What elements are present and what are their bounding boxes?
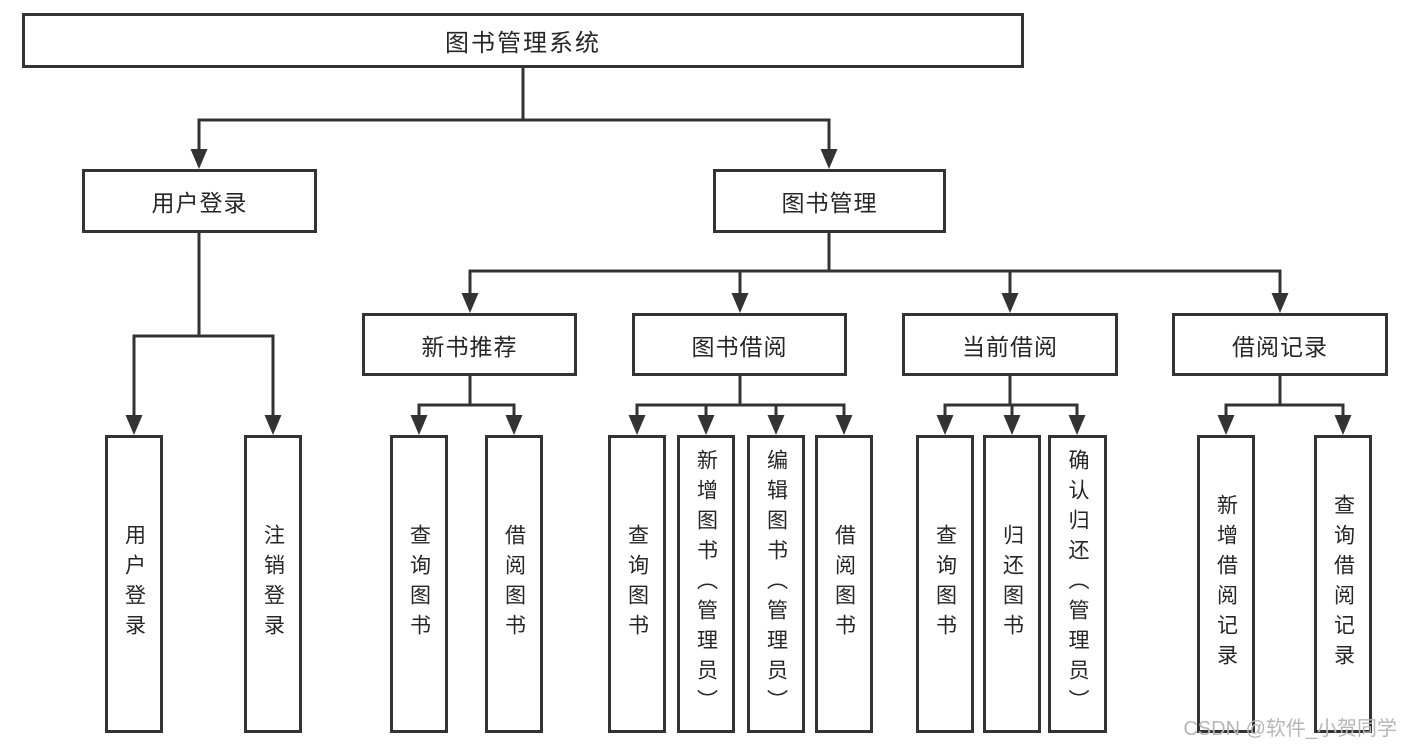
- leaf-borrow-books-recommend: 借阅图书: [485, 435, 543, 733]
- edge-user-login-to-children: [125, 232, 282, 435]
- node-label: 新书推荐: [421, 333, 518, 360]
- leaf-query-books-borrow: 查询图书: [608, 435, 666, 733]
- node-label: 图书借阅: [691, 333, 788, 360]
- node-user-login: 用户登录: [82, 169, 317, 233]
- edge-root-to-level2: [190, 66, 838, 169]
- edge-current-borrow-to-children: [936, 375, 1086, 435]
- node-label: 归还图书: [1000, 524, 1024, 644]
- leaf-borrow-books: 借阅图书: [815, 435, 873, 733]
- node-label: 当前借阅: [962, 333, 1058, 360]
- leaf-edit-book-admin: 编辑图书（管理员）: [747, 435, 805, 733]
- csdn-watermark: CSDN @软件_小贺同学: [1183, 718, 1397, 740]
- node-label: 借阅图书: [832, 524, 856, 644]
- node-label: 查询图书: [625, 524, 649, 644]
- edge-new-book-recommend-to-children: [410, 375, 523, 435]
- node-library-management-system: 图书管理系统: [22, 13, 1024, 68]
- node-label: 用户登录: [122, 524, 146, 644]
- leaf-add-book-admin: 新增图书（管理员）: [677, 435, 735, 733]
- node-label: 借阅图书: [502, 524, 526, 644]
- edge-book-borrow-to-children: [628, 375, 853, 435]
- node-current-borrow: 当前借阅: [902, 313, 1118, 376]
- leaf-return-book: 归还图书: [983, 435, 1041, 733]
- node-label: 注销登录: [261, 524, 285, 644]
- leaf-user-login: 用户登录: [105, 435, 163, 733]
- leaf-logout: 注销登录: [244, 435, 302, 733]
- node-label: 图书管理: [781, 190, 878, 216]
- leaf-query-books-recommend: 查询图书: [390, 435, 448, 733]
- node-label: 确认归还（管理员）: [1066, 449, 1089, 719]
- leaf-query-books-current: 查询图书: [916, 435, 974, 733]
- node-book-borrow: 图书借阅: [632, 313, 847, 376]
- leaf-add-borrow-record: 新增借阅记录: [1197, 435, 1255, 733]
- leaf-query-borrow-record: 查询借阅记录: [1314, 435, 1372, 733]
- node-label: 新增图书（管理员）: [694, 449, 718, 719]
- leaf-confirm-return-admin: 确认归还（管理员）: [1048, 435, 1107, 733]
- node-book-management: 图书管理: [713, 169, 946, 233]
- node-label: 用户登录: [151, 190, 248, 216]
- node-label: 查询图书: [933, 524, 957, 644]
- node-label: 查询借阅记录: [1331, 494, 1355, 674]
- node-label: 图书管理系统: [445, 30, 601, 57]
- node-label: 查询图书: [407, 524, 431, 644]
- node-label: 借阅记录: [1232, 333, 1328, 360]
- node-label: 编辑图书（管理员）: [764, 449, 788, 719]
- node-borrow-records: 借阅记录: [1172, 313, 1388, 376]
- edge-book-management-to-level3: [461, 232, 1289, 313]
- node-label: 新增借阅记录: [1214, 494, 1238, 674]
- edge-borrow-records-to-children: [1217, 375, 1352, 435]
- node-new-book-recommend: 新书推荐: [362, 313, 577, 376]
